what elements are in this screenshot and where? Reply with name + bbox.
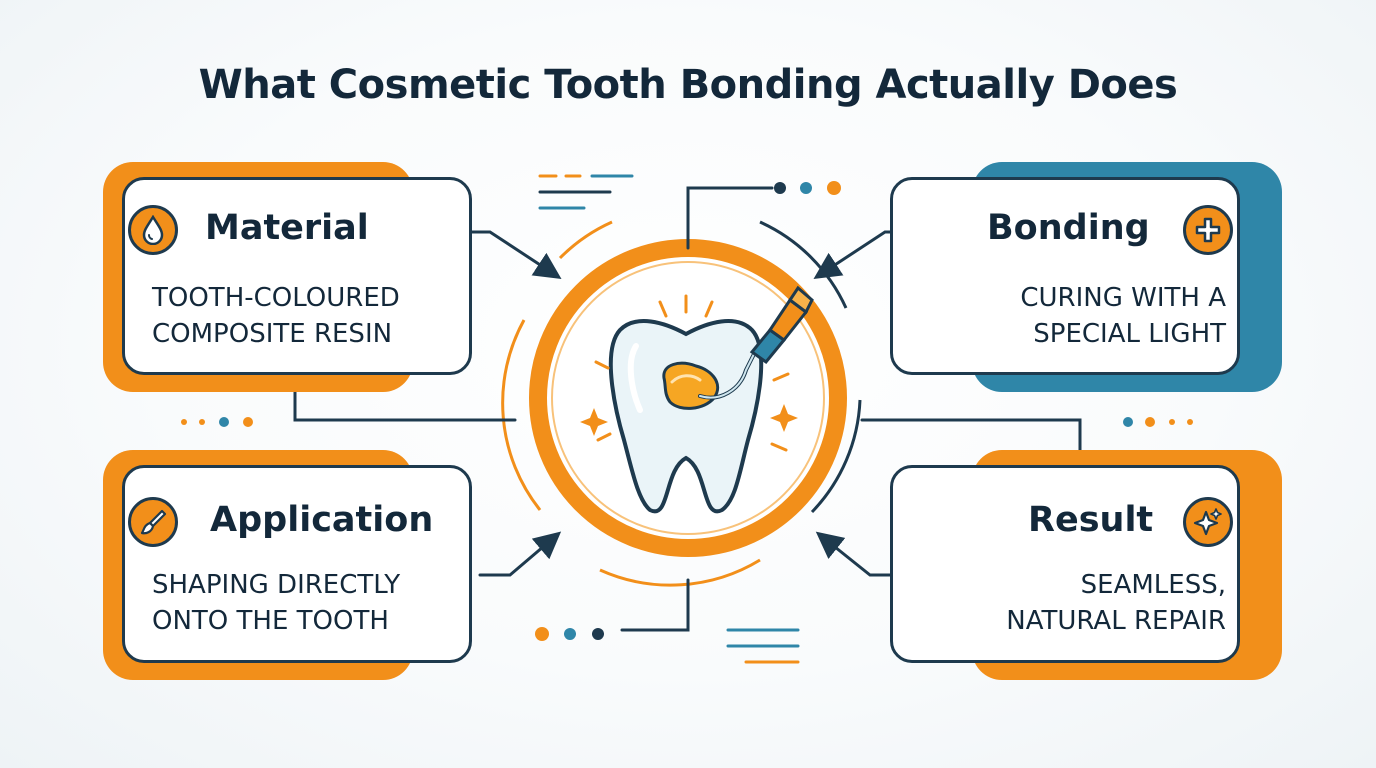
- card-bonding: [890, 177, 1240, 375]
- sparkle-icon: [1183, 497, 1233, 547]
- card-result: [890, 465, 1240, 663]
- card-application-desc-line2: ONTO THE TOOTH: [152, 606, 389, 636]
- paintbrush-icon: [128, 497, 178, 547]
- card-material: [122, 177, 472, 375]
- card-result-title: Result: [1028, 500, 1154, 540]
- sparkle-stars: [580, 404, 798, 436]
- card-result-desc-line1: SEAMLESS,: [1080, 570, 1226, 600]
- decorative-dots: [181, 181, 1193, 641]
- card-material-desc-line2: COMPOSITE RESIN: [152, 319, 393, 349]
- card-bonding-title: Bonding: [987, 208, 1150, 248]
- card-bonding-desc-line1: CURING WITH A: [1020, 283, 1226, 313]
- card-bonding-desc-line2: SPECIAL LIGHT: [1033, 319, 1226, 349]
- card-application: [122, 465, 472, 663]
- decorative-dashes: [538, 174, 800, 664]
- card-material-title: Material: [205, 208, 369, 248]
- card-application-title: Application: [210, 500, 434, 540]
- diagram-title: What Cosmetic Tooth Bonding Actually Doe…: [198, 62, 1178, 108]
- tooth-icon: [608, 319, 764, 514]
- plus-icon: [1183, 205, 1233, 255]
- card-application-desc-line1: SHAPING DIRECTLY: [152, 570, 401, 600]
- dental-tool-icon: [698, 285, 814, 400]
- outer-ring: [501, 220, 862, 587]
- light-rays: [594, 294, 790, 452]
- droplet-icon: [128, 205, 178, 255]
- card-material-desc-line1: TOOTH-COLOURED: [152, 283, 400, 313]
- card-result-desc-line2: NATURAL REPAIR: [1006, 606, 1226, 636]
